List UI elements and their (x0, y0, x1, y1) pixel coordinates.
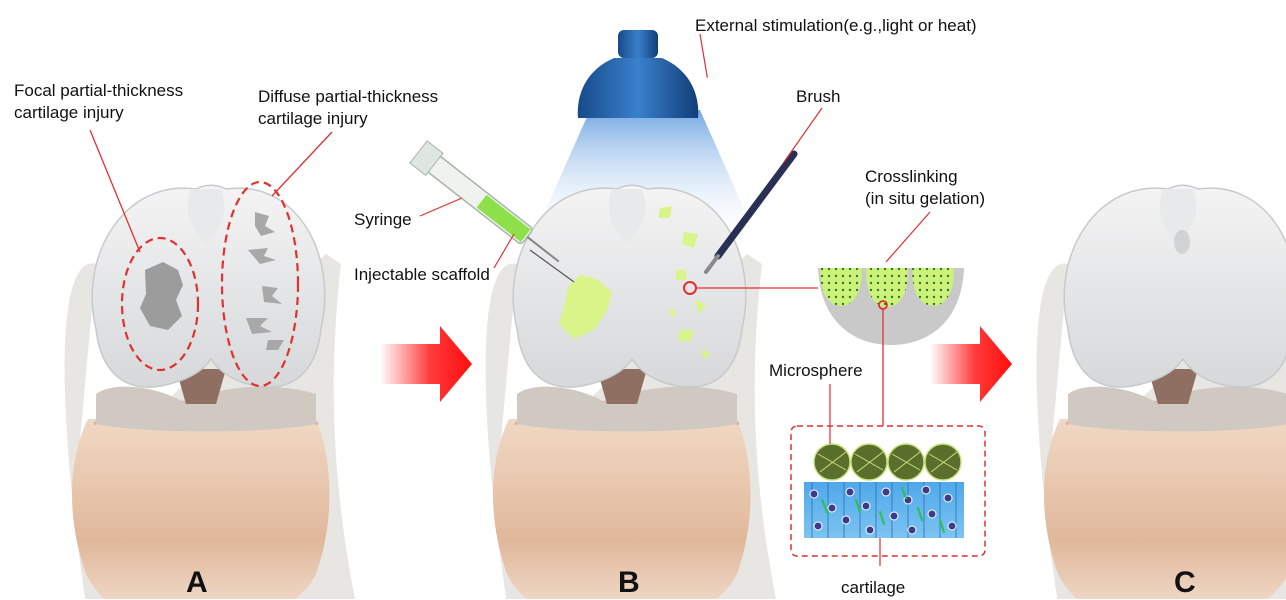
brush-leader-line (784, 108, 822, 162)
crosslinking-inset (818, 212, 964, 426)
crosslinking-leader-line (886, 212, 930, 262)
focal-injury-label: Focal partial-thickness cartilage injury (14, 80, 183, 124)
injectable-scaffold-label: Injectable scaffold (354, 264, 490, 286)
cartilage-label: cartilage (841, 577, 905, 599)
panel-label-b: B (618, 566, 640, 600)
syringe-leader-line (420, 198, 462, 216)
microsphere-label: Microsphere (769, 360, 863, 382)
lamp-leader-line (688, 34, 720, 78)
external-stimulation-label: External stimulation(e.g.,light or heat) (695, 15, 977, 37)
arrow-a-to-b (380, 326, 472, 402)
syringe-label: Syringe (354, 209, 412, 231)
diffuse-injury-label: Diffuse partial-thickness cartilage inju… (258, 86, 438, 130)
brush-label: Brush (796, 86, 840, 108)
panel-c-knee (1037, 185, 1286, 599)
crosslinking-label: Crosslinking (in situ gelation) (865, 166, 985, 210)
panel-label-c: C (1174, 566, 1196, 600)
diffuse-leader-line (272, 132, 332, 196)
microspheres (814, 444, 961, 480)
panel-a-knee (65, 130, 356, 599)
arrow-b-to-c (930, 326, 1012, 402)
healed-shading (1174, 230, 1190, 254)
scaffold-leader-line (494, 234, 514, 268)
panel-b-knee (410, 30, 985, 599)
lamp (578, 30, 698, 118)
panel-label-a: A (186, 566, 208, 600)
cartilage-inset (791, 384, 985, 566)
